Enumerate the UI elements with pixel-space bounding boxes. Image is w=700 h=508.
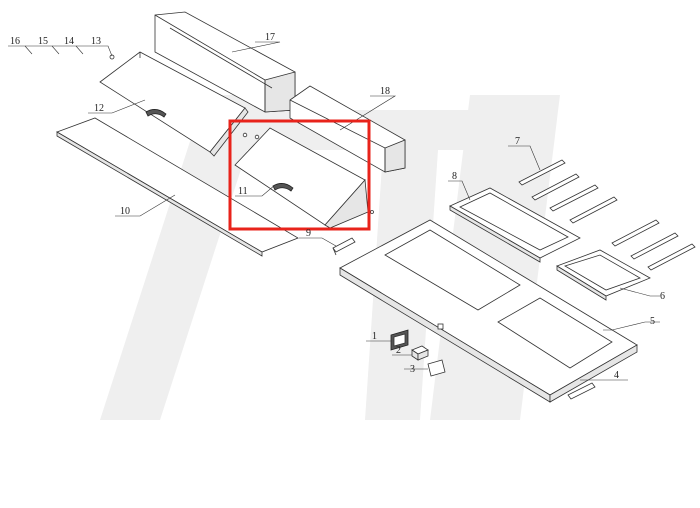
part-4-rail <box>567 382 596 400</box>
callout-4: 4 <box>614 370 619 381</box>
part-9-bracket <box>332 237 356 256</box>
part-2-block <box>411 345 429 361</box>
part-10-flat-panel <box>56 117 299 257</box>
part-17-hood-box <box>154 11 296 113</box>
callout-5: 5 <box>650 316 655 327</box>
callout-11: 11 <box>238 186 248 197</box>
callout-7: 7 <box>515 136 520 147</box>
callout-15: 15 <box>38 36 48 47</box>
part-1-plate <box>390 329 409 351</box>
part-13-screw <box>109 54 115 60</box>
callout-6: 6 <box>660 291 665 302</box>
callout-9: 9 <box>306 228 311 239</box>
handle-icon-2 <box>272 183 294 192</box>
callout-16: 16 <box>10 36 20 47</box>
part-3-bracket <box>427 359 446 377</box>
part-8-tray <box>449 187 581 263</box>
callout-12: 12 <box>94 103 104 114</box>
callout-17: 17 <box>265 32 275 43</box>
highlight-box <box>228 119 371 231</box>
handle-icon <box>145 109 167 118</box>
part-7-rods <box>518 159 696 271</box>
part-5-base-frame <box>339 219 638 403</box>
callout-1: 1 <box>372 331 377 342</box>
part-11-sloped-lid <box>234 127 374 229</box>
callout-8: 8 <box>452 171 457 182</box>
callout-13: 13 <box>91 36 101 47</box>
callout-2: 2 <box>396 345 401 356</box>
callout-10: 10 <box>120 206 130 217</box>
part-18-hood-box <box>289 85 406 173</box>
callout-labels: 16 15 14 13 17 18 12 10 11 9 7 8 6 5 4 1… <box>10 32 665 381</box>
callout-18: 18 <box>380 86 390 97</box>
callout-14: 14 <box>64 36 74 47</box>
leader-lines <box>8 41 660 381</box>
part-6-small-tray <box>556 249 651 301</box>
callout-3: 3 <box>410 364 415 375</box>
